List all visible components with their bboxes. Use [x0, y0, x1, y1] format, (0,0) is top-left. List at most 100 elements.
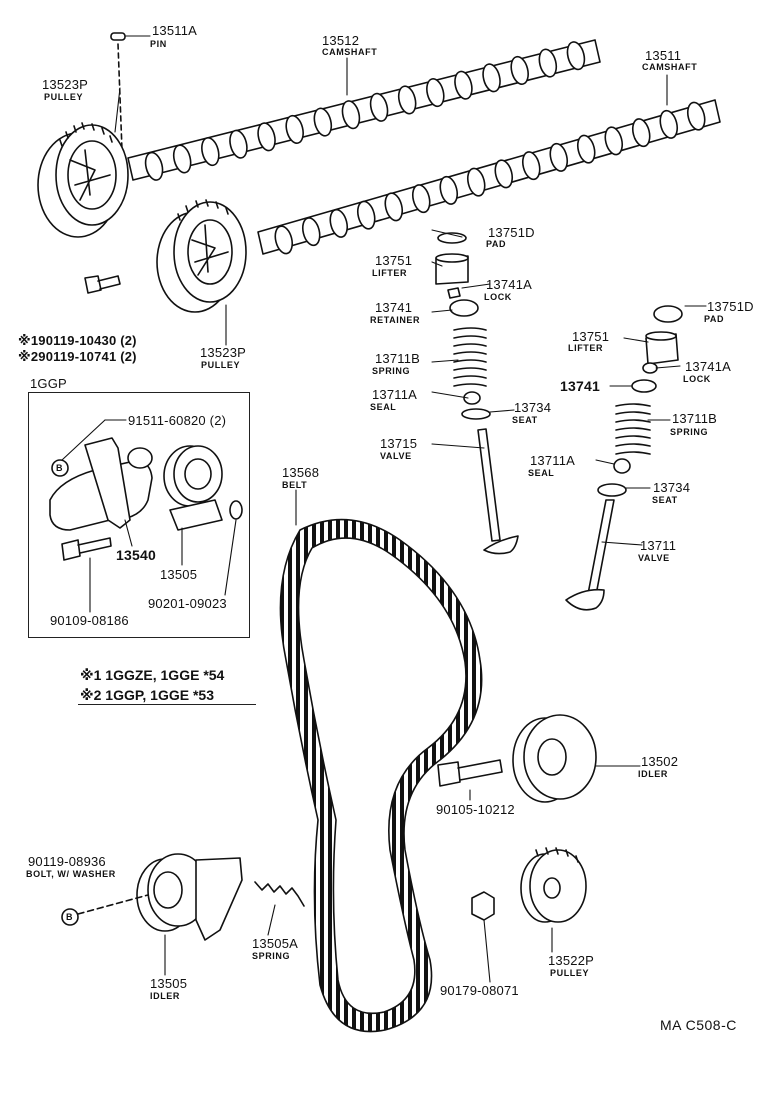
marker-b-bolt	[61, 908, 79, 926]
valve-train-left	[435, 232, 519, 555]
lock-left-name: LOCK	[484, 292, 512, 302]
retainer-right-number: 13741	[560, 378, 600, 394]
cam-lobe	[144, 151, 164, 181]
pad-left-name: PAD	[486, 239, 507, 249]
cam-lobe	[257, 122, 276, 152]
box-idler-number: 13505	[160, 567, 198, 582]
seat-right-name: SEAT	[652, 495, 678, 505]
cam-lobe	[686, 101, 706, 131]
pulley-top-number: 13523P	[42, 77, 89, 92]
camshaft-lower	[257, 99, 721, 255]
note-1: ※1 1GGZE, 1GGE *54	[80, 667, 225, 683]
spring-right-name: SPRING	[670, 427, 709, 437]
timing-belt	[279, 518, 483, 1033]
lock-right-name: LOCK	[683, 374, 711, 384]
cam-lobe	[454, 70, 473, 100]
lifter-left-name: LIFTER	[372, 268, 408, 278]
camshaft-lower-name: CAMSHAFT	[642, 62, 698, 72]
lifter-right-name: LIFTER	[568, 343, 604, 353]
cam-lobe	[566, 41, 586, 71]
box-washer-number: 90201-09023	[148, 596, 227, 611]
pulley-bolt-icon	[84, 275, 121, 294]
box-title: 1GGP	[30, 376, 67, 391]
lock-left-number: 13741A	[486, 277, 533, 292]
cam-lobe	[384, 192, 404, 222]
cam-lobe	[538, 48, 558, 78]
note-2: ※2 1GGP, 1GGE *53	[80, 687, 214, 703]
cam-lobe	[549, 142, 569, 172]
cam-lobe	[411, 184, 431, 214]
spring-tensioner-name: SPRING	[252, 951, 291, 961]
idler-bolt-number: 90105-10212	[436, 802, 515, 817]
valve-right-number: 13711	[640, 538, 677, 553]
cam-lobe	[510, 55, 529, 85]
pulley-middle-number: 13523P	[200, 345, 247, 360]
cam-lobe	[604, 126, 624, 156]
bolt-washer-name: BOLT, W/ WASHER	[26, 869, 116, 879]
seat-right-number: 13734	[653, 480, 691, 495]
cam-lobe	[369, 92, 389, 122]
crank-pulley-number: 13522P	[548, 953, 595, 968]
marker-b-bolt-label: B	[66, 912, 74, 922]
camshaft-upper-number: 13512	[322, 33, 360, 48]
nut-icon	[471, 891, 495, 921]
crank-pulley-name: PULLEY	[550, 968, 590, 978]
pin-name: PIN	[150, 39, 167, 49]
cam-lobe	[397, 85, 417, 115]
cam-lobe	[439, 175, 459, 205]
cam-lobe	[329, 208, 349, 238]
camshaft-pulley-top	[37, 122, 129, 238]
camshaft-upper	[127, 39, 601, 181]
pin-icon	[110, 32, 126, 41]
seal-left-number: 13711A	[372, 387, 418, 402]
cam-lobe	[301, 217, 321, 247]
idler-right-name: IDLER	[638, 769, 668, 779]
retainer-left-name: RETAINER	[370, 315, 421, 325]
valve-left-number: 13715	[380, 436, 418, 451]
crankshaft-pulley	[520, 847, 587, 923]
cam-lobe	[229, 129, 248, 159]
box-bolt2-number: 90109-08186	[50, 613, 129, 628]
spring-left-name: SPRING	[372, 366, 411, 376]
cam-lobe	[631, 118, 651, 148]
cam-lobe	[313, 107, 333, 137]
cam-lobe	[576, 134, 596, 164]
seal-right-name: SEAL	[528, 468, 555, 478]
belt-number: 13568	[282, 465, 320, 480]
spring-tensioner-number: 13505A	[252, 936, 299, 951]
idler-pulley-right	[512, 714, 597, 803]
belt-name: BELT	[282, 480, 308, 490]
tensioner-number: 13505	[150, 976, 188, 991]
pulley-middle-name: PULLEY	[201, 360, 241, 370]
pad-right-name: PAD	[704, 314, 725, 324]
pad-right-number: 13751D	[707, 299, 754, 314]
marker-b-box-label: B	[56, 463, 64, 473]
cam-lobe	[201, 137, 220, 167]
note-underline	[78, 704, 256, 705]
box-idler-pulley	[163, 445, 243, 531]
box-bolt-icon	[61, 537, 112, 561]
spring-right-number: 13711B	[672, 411, 718, 426]
cam-lobe	[521, 151, 541, 181]
cam-lobe	[341, 100, 361, 130]
lifter-left-number: 13751	[375, 253, 413, 268]
bolt-part-2: ※290119-10741 (2)	[18, 349, 137, 364]
seal-left-name: SEAL	[370, 402, 397, 412]
reference-code: MA C508-C	[660, 1017, 737, 1033]
box-bolt-number: 91511-60820 (2)	[128, 413, 227, 428]
valve-train-right	[565, 305, 683, 611]
retainer-left-number: 13741	[375, 300, 413, 315]
cam-lobe	[426, 78, 445, 108]
idler-bolt-icon	[437, 759, 503, 787]
cam-lobe	[482, 63, 501, 93]
camshaft-pulley-middle	[156, 199, 247, 313]
seal-right-number: 13711A	[530, 453, 576, 468]
tensioner-idler	[136, 853, 243, 941]
cam-lobe	[659, 109, 679, 139]
idler-right-number: 13502	[641, 754, 679, 769]
marker-b-box	[51, 459, 69, 477]
tension-spring-icon	[254, 881, 305, 907]
valve-right-name: VALVE	[638, 553, 670, 563]
lock-right-number: 13741A	[685, 359, 732, 374]
cam-lobe	[285, 114, 304, 144]
